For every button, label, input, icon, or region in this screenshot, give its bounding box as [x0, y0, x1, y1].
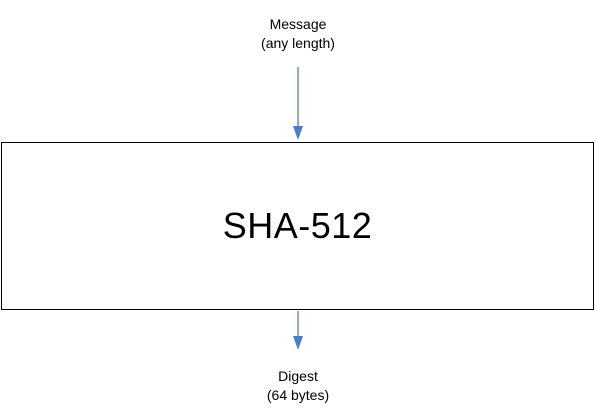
digest-label-subtitle: (64 bytes): [266, 387, 330, 403]
digest-label: Digest (64 bytes): [0, 367, 596, 405]
digest-label-title: Digest: [278, 368, 318, 384]
message-label-title: Message: [269, 16, 327, 32]
sha512-process-box: SHA-512: [1, 142, 594, 310]
input-arrow: [293, 67, 303, 140]
message-label: Message (any length): [0, 15, 596, 53]
output-arrow: [293, 311, 303, 350]
message-label-subtitle: (any length): [261, 35, 335, 51]
process-title: SHA-512: [222, 205, 373, 246]
